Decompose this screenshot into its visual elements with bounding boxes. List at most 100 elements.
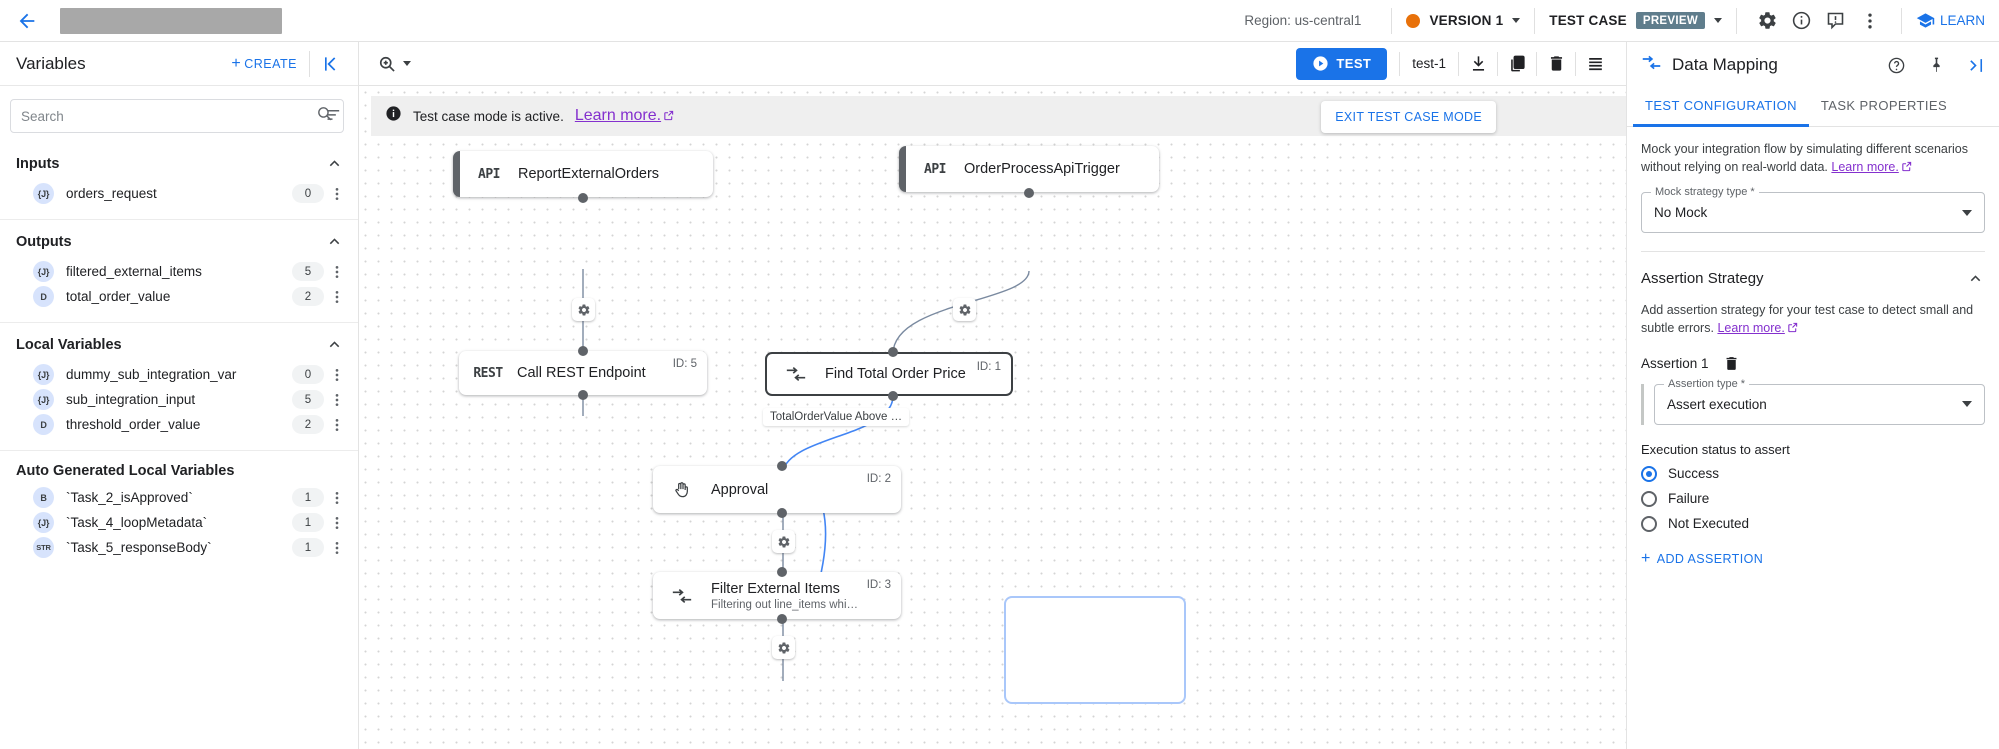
assertion-type-select[interactable]: Assertion type * Assert execution [1654, 377, 1985, 425]
group-header-inputs[interactable]: Inputs [0, 142, 358, 181]
variable-row[interactable]: D total_order_value 2 [0, 284, 358, 309]
node-call-rest-endpoint[interactable]: REST Call REST Endpoint ID: 5 [459, 351, 707, 395]
version-selector[interactable]: VERSION 1 [1406, 13, 1521, 28]
radio-option-failure[interactable]: Failure [1641, 490, 1985, 507]
variable-row[interactable]: {J} filtered_external_items 5 [0, 259, 358, 284]
variable-row[interactable]: D threshold_order_value 2 [0, 412, 358, 437]
workflow-canvas[interactable]: Test case mode is active. Learn more. EX… [359, 86, 1626, 749]
banner-learn-more-link[interactable]: Learn more. [575, 107, 674, 126]
node-report-external-orders[interactable]: API ReportExternalOrders [453, 151, 713, 197]
pin-icon[interactable] [1921, 50, 1951, 80]
chevron-up-icon [1966, 269, 1985, 288]
more-vertical-icon[interactable] [326, 367, 348, 383]
execution-status-label: Execution status to assert [1641, 441, 1790, 457]
group-header-outputs[interactable]: Outputs [0, 220, 358, 259]
feedback-icon[interactable] [1819, 4, 1853, 38]
add-assertion-button[interactable]: + ADD ASSERTION [1641, 550, 1985, 567]
more-vertical-icon[interactable] [326, 289, 348, 305]
expand-panel-icon[interactable] [1961, 50, 1991, 80]
node-label: Approval [711, 481, 769, 498]
learn-button[interactable]: LEARN [1916, 11, 1985, 30]
test-button[interactable]: TEST [1296, 47, 1388, 80]
tab-test-configuration[interactable]: TEST CONFIGURATION [1633, 88, 1809, 127]
zoom-control[interactable] [371, 50, 417, 78]
node-output-port[interactable] [1024, 188, 1034, 198]
info-icon[interactable] [1785, 4, 1819, 38]
more-vertical-icon[interactable] [1853, 4, 1887, 38]
node-filter-external-items[interactable]: Filter External Items Filtering out line… [653, 572, 901, 619]
gear-edge-icon[interactable] [953, 298, 976, 321]
variable-row[interactable]: {J} sub_integration_input 5 [0, 387, 358, 412]
node-output-port[interactable] [578, 390, 588, 400]
list-icon[interactable] [1576, 47, 1614, 81]
trash-icon[interactable] [1537, 47, 1575, 81]
gear-edge-icon[interactable] [772, 636, 795, 659]
chevron-down-icon [1962, 401, 1972, 407]
search-input[interactable] [21, 108, 310, 124]
more-vertical-icon[interactable] [326, 540, 348, 556]
radio-option-not-executed[interactable]: Not Executed [1641, 515, 1985, 532]
node-order-process-api-trigger[interactable]: API OrderProcessApiTrigger [899, 146, 1159, 192]
download-icon[interactable] [1459, 47, 1497, 81]
more-vertical-icon[interactable] [326, 264, 348, 280]
copy-icon[interactable] [1498, 47, 1536, 81]
more-vertical-icon[interactable] [326, 186, 348, 202]
node-input-port[interactable] [578, 346, 588, 356]
divider [1575, 51, 1576, 76]
variable-row[interactable]: {J} `Task_4_loopMetadata` 1 [0, 510, 358, 535]
more-vertical-icon[interactable] [326, 515, 348, 531]
create-variable-button[interactable]: + CREATE [231, 54, 309, 72]
node-input-port[interactable] [888, 347, 898, 357]
gear-icon[interactable] [1751, 4, 1785, 38]
node-find-total-order-price[interactable]: Find Total Order Price ID: 1 [765, 352, 1013, 396]
node-approval[interactable]: Approval ID: 2 [653, 466, 901, 513]
mock-learn-more-link[interactable]: Learn more. [1831, 160, 1911, 174]
trash-icon[interactable] [1723, 355, 1740, 372]
help-circle-icon[interactable] [1881, 50, 1911, 80]
mock-strategy-type-select[interactable]: Mock strategy type * No Mock [1641, 186, 1985, 234]
collapse-panel-icon[interactable] [310, 47, 350, 81]
more-vertical-icon[interactable] [326, 490, 348, 506]
more-vertical-icon[interactable] [326, 417, 348, 433]
variable-name: `Task_5_responseBody` [66, 540, 212, 555]
assertion-item-label: Assertion 1 [1641, 355, 1709, 371]
node-output-port[interactable] [777, 508, 787, 518]
divider [1497, 51, 1498, 76]
tab-task-properties[interactable]: TASK PROPERTIES [1820, 98, 1948, 113]
group-header-local-variables[interactable]: Local Variables [0, 323, 358, 362]
plus-icon: + [231, 54, 242, 72]
node-output-port[interactable] [777, 614, 787, 624]
variable-row[interactable]: {J} dummy_sub_integration_var 0 [0, 362, 358, 387]
mock-description-text: Mock your integration flow by simulating… [1641, 142, 1969, 175]
radio-button[interactable] [1641, 465, 1657, 482]
variables-list[interactable]: Inputs {J} orders_request 0 [0, 142, 358, 749]
edge-condition-label[interactable]: TotalOrderValue Above … [763, 408, 910, 426]
node-output-port[interactable] [578, 193, 588, 203]
search-box[interactable] [10, 99, 344, 133]
gear-edge-icon[interactable] [772, 530, 795, 553]
node-output-port[interactable] [888, 391, 898, 401]
radio-label: Failure [1668, 491, 1710, 506]
node-label: Filter External Items [711, 581, 840, 597]
node-input-port[interactable] [777, 461, 787, 471]
radio-button[interactable] [1641, 515, 1657, 532]
more-vertical-icon[interactable] [326, 392, 348, 408]
node-input-port[interactable] [777, 567, 787, 577]
group-header-auto-generated[interactable]: Auto Generated Local Variables [0, 451, 358, 485]
assertion-strategy-header[interactable]: Assertion Strategy [1641, 269, 1985, 288]
test-case-selector[interactable]: TEST CASE PREVIEW [1549, 12, 1722, 29]
radio-button[interactable] [1641, 490, 1657, 507]
gear-edge-icon[interactable] [572, 298, 595, 321]
external-link-icon [1901, 159, 1912, 177]
sort-filter-button[interactable] [325, 105, 345, 130]
variable-row[interactable]: STR `Task_5_responseBody` 1 [0, 535, 358, 560]
assertion-learn-more-link[interactable]: Learn more. [1717, 321, 1798, 335]
variable-row[interactable]: B `Task_2_isApproved` 1 [0, 485, 358, 510]
variable-row[interactable]: {J} orders_request 0 [0, 181, 358, 206]
back-arrow-icon[interactable] [14, 8, 40, 34]
variable-count-badge: 0 [292, 365, 324, 384]
exit-test-case-mode-button[interactable]: EXIT TEST CASE MODE [1321, 101, 1496, 133]
node-placeholder-box[interactable] [1004, 596, 1186, 704]
radio-option-success[interactable]: Success [1641, 465, 1985, 482]
variable-type-badge: B [33, 487, 54, 508]
